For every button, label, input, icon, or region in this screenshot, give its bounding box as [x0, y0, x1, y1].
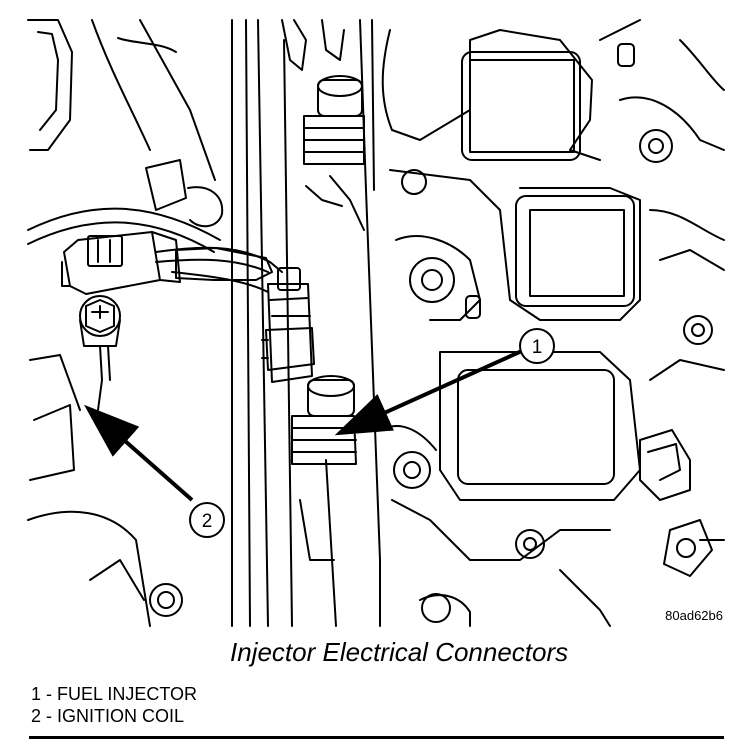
- figure-code: 80ad62b6: [665, 608, 723, 623]
- callout-2-number: 2: [202, 511, 213, 532]
- legend-item-ignition-coil: 2 - IGNITION COIL: [31, 706, 185, 726]
- figure-caption: Injector Electrical Connectors: [230, 637, 569, 667]
- callout-2-leader: [84, 404, 194, 502]
- callout-1-number: 1: [532, 337, 543, 358]
- legend-divider: [29, 736, 724, 739]
- legend-item-fuel-injector: 1 - FUEL INJECTOR: [31, 684, 198, 704]
- legend: 1 - FUEL INJECTOR 2 - IGNITION COIL: [31, 683, 197, 727]
- callout-1-leader: [334, 348, 525, 436]
- callout-1: 1: [519, 328, 555, 364]
- engine-line-art: [27, 19, 725, 627]
- callout-2: 2: [189, 502, 225, 538]
